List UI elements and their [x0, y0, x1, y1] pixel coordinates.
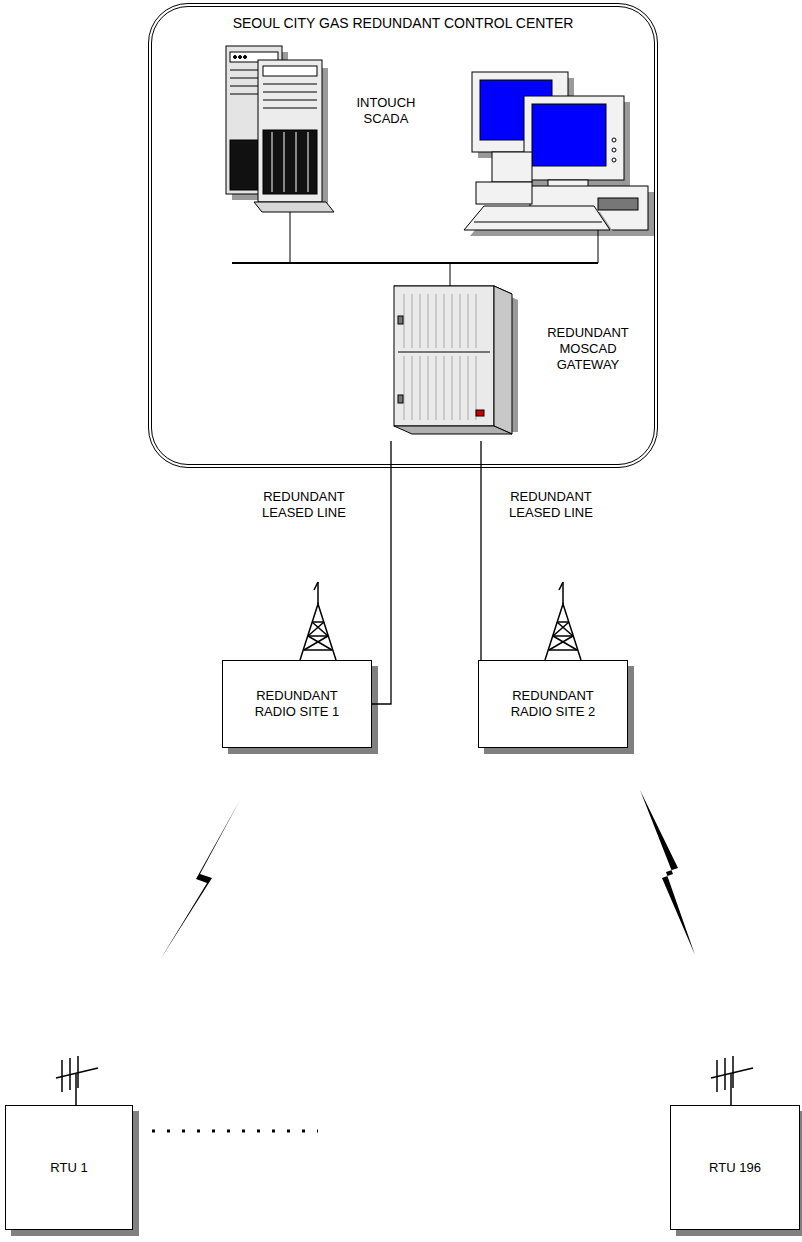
box-label: REDUNDANT RADIO SITE 1 — [247, 688, 347, 720]
radio-site-box: REDUNDANT RADIO SITE 1 — [222, 660, 372, 748]
continuation-dots — [152, 1130, 318, 1133]
yagi-antenna — [56, 1056, 753, 1105]
rtu-box: RTU 1 — [5, 1105, 133, 1230]
gateway-node: REDUNDANT MOSCAD GATEWAY — [382, 289, 524, 441]
radio-tower — [300, 582, 581, 660]
leased-line — [372, 441, 391, 704]
leased-line — [480, 441, 481, 660]
system-label: INTOUCH SCADA — [350, 95, 422, 127]
center-title: SEOUL CITY GAS REDUNDANT CONTROL CENTER — [152, 15, 654, 31]
radio-link-bolt — [160, 790, 695, 960]
gateway-label: REDUNDANT MOSCAD GATEWAY — [540, 325, 636, 373]
lan-bus — [232, 212, 598, 288]
server-icon — [226, 46, 334, 212]
control-center-boundary: SEOUL CITY GAS REDUNDANT CONTROL CENTER R… — [148, 3, 658, 468]
rtu-box: RTU 196 — [670, 1105, 800, 1230]
radio-site-box: REDUNDANT RADIO SITE 2 — [478, 660, 628, 748]
edge-label: REDUNDANT LEASED LINE — [501, 489, 601, 521]
box-label: RTU 1 — [14, 1160, 124, 1176]
workstation-icon — [464, 72, 654, 236]
gateway-cabinet-icon — [394, 286, 518, 434]
edge-label: REDUNDANT LEASED LINE — [254, 489, 354, 521]
box-label: REDUNDANT RADIO SITE 2 — [503, 688, 603, 720]
box-label: RTU 196 — [680, 1160, 790, 1176]
